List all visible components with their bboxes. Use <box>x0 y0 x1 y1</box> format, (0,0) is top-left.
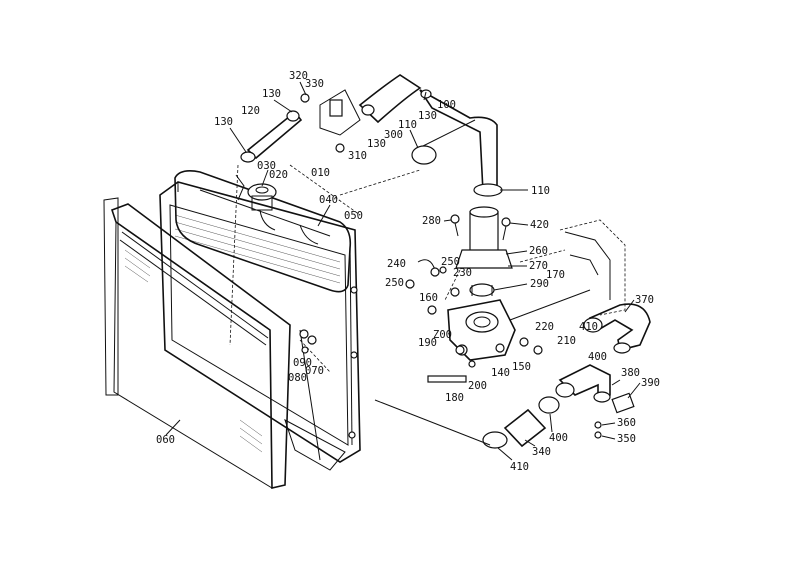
label-410: 410 <box>579 321 598 333</box>
label-410: 410 <box>510 461 529 473</box>
label-380: 380 <box>621 367 640 379</box>
label-250: 250 <box>385 277 404 289</box>
label-010: 010 <box>311 167 330 179</box>
upper-hose-assembly <box>240 74 503 197</box>
grille-hatching <box>124 249 263 453</box>
label-370: 370 <box>635 294 654 306</box>
label-250: 250 <box>441 256 460 268</box>
assembly-guide-lines <box>229 164 591 446</box>
label-400: 400 <box>549 432 568 444</box>
leader-lines <box>165 81 641 461</box>
label-340: 340 <box>532 446 551 458</box>
label-160: 160 <box>419 292 438 304</box>
label-180: 180 <box>445 392 464 404</box>
label-130: 130 <box>262 88 281 100</box>
small-fittings <box>299 93 543 383</box>
label-130: 130 <box>418 110 437 122</box>
label-330: 330 <box>305 78 324 90</box>
label-040: 040 <box>319 194 338 206</box>
label-240: 240 <box>387 258 406 270</box>
radiator-core <box>159 181 361 471</box>
radiator-shroud-060 <box>103 197 291 490</box>
label-150: 150 <box>512 361 531 373</box>
upper-tank <box>174 170 352 293</box>
overflow-pipe <box>235 174 245 201</box>
label-300: 300 <box>384 129 403 141</box>
label-190: 190 <box>418 337 437 349</box>
engine-block-outline <box>559 219 626 316</box>
label-030: 030 <box>257 160 276 172</box>
label-220: 220 <box>535 321 554 333</box>
label-060: 060 <box>156 434 175 446</box>
label-110: 110 <box>531 185 550 197</box>
label-130: 130 <box>214 116 233 128</box>
part-labels: 320 330 130 120 130 030 020 010 040 050 … <box>156 70 660 473</box>
label-110: 110 <box>398 119 417 131</box>
label-070: 070 <box>305 365 324 377</box>
label-020: 020 <box>269 169 288 181</box>
label-350: 350 <box>617 433 636 445</box>
label-140: 140 <box>491 367 510 379</box>
label-310: 310 <box>348 150 367 162</box>
label-400: 400 <box>588 351 607 363</box>
label-320: 320 <box>289 70 308 82</box>
label-080: 080 <box>288 372 307 384</box>
label-090: 090 <box>293 357 312 369</box>
label-170: 170 <box>546 269 565 281</box>
label-360: 360 <box>617 417 636 429</box>
thermostat-housing <box>450 206 513 297</box>
label-200: 200 <box>468 380 487 392</box>
radiator-cap-020 <box>247 183 277 211</box>
label-280: 280 <box>422 215 441 227</box>
label-270: 270 <box>529 260 548 272</box>
label-120: 120 <box>241 105 260 117</box>
label-260: 260 <box>529 245 548 257</box>
label-420: 420 <box>530 219 549 231</box>
label-050: 050 <box>344 210 363 222</box>
label-290: 290 <box>530 278 549 290</box>
label-130: 130 <box>367 138 386 150</box>
label-230: 230 <box>453 267 472 279</box>
label-210: 210 <box>557 335 576 347</box>
label-390: 390 <box>641 377 660 389</box>
label-100: 100 <box>437 99 456 111</box>
label-z00: Z00 <box>433 329 452 341</box>
